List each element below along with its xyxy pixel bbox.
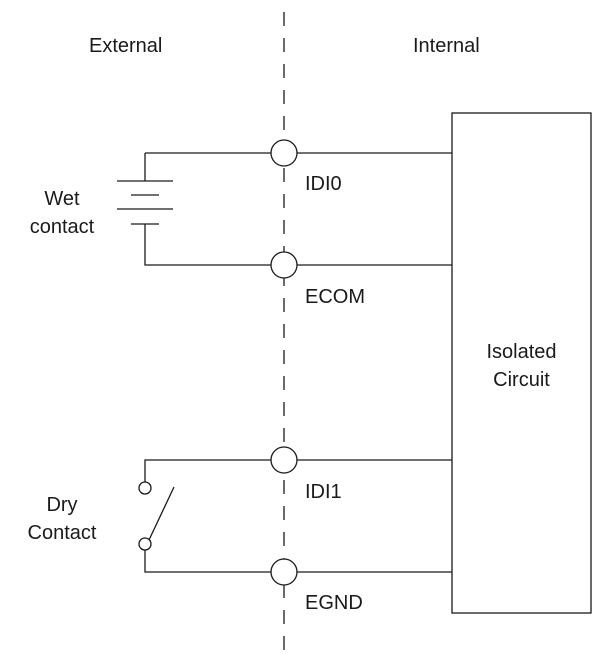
switch-icon bbox=[138, 481, 175, 551]
terminal-idi1-label: IDI1 bbox=[305, 481, 342, 503]
dry-contact-line1: Dry bbox=[46, 494, 78, 516]
internal-label: Internal bbox=[413, 35, 480, 57]
external-label: External bbox=[89, 35, 163, 57]
dry-contact-label: Dry Contact bbox=[18, 491, 106, 547]
isolated-circuit-line2: Circuit bbox=[493, 369, 550, 391]
terminal-egnd-label: EGND bbox=[305, 592, 363, 614]
wet-contact-wiring bbox=[144, 152, 452, 266]
terminal-ecom-icon bbox=[270, 251, 298, 279]
battery-icon bbox=[117, 180, 173, 225]
terminal-egnd-icon bbox=[270, 558, 298, 586]
dry-contact-line2: Contact bbox=[27, 522, 97, 544]
terminal-idi1-icon bbox=[270, 446, 298, 474]
isolated-circuit-line1: Isolated bbox=[486, 341, 557, 363]
isolated-circuit-label: Isolated Circuit bbox=[452, 338, 591, 394]
wet-contact-line2: contact bbox=[29, 216, 95, 238]
wet-contact-line1: Wet bbox=[44, 188, 80, 210]
terminal-idi0-icon bbox=[270, 139, 298, 167]
wet-contact-label: Wet contact bbox=[20, 185, 104, 241]
terminal-idi0-label: IDI0 bbox=[305, 173, 342, 195]
isolated-circuit-box bbox=[451, 112, 592, 614]
dry-contact-wiring bbox=[144, 459, 452, 573]
terminal-ecom-label: ECOM bbox=[305, 286, 365, 308]
